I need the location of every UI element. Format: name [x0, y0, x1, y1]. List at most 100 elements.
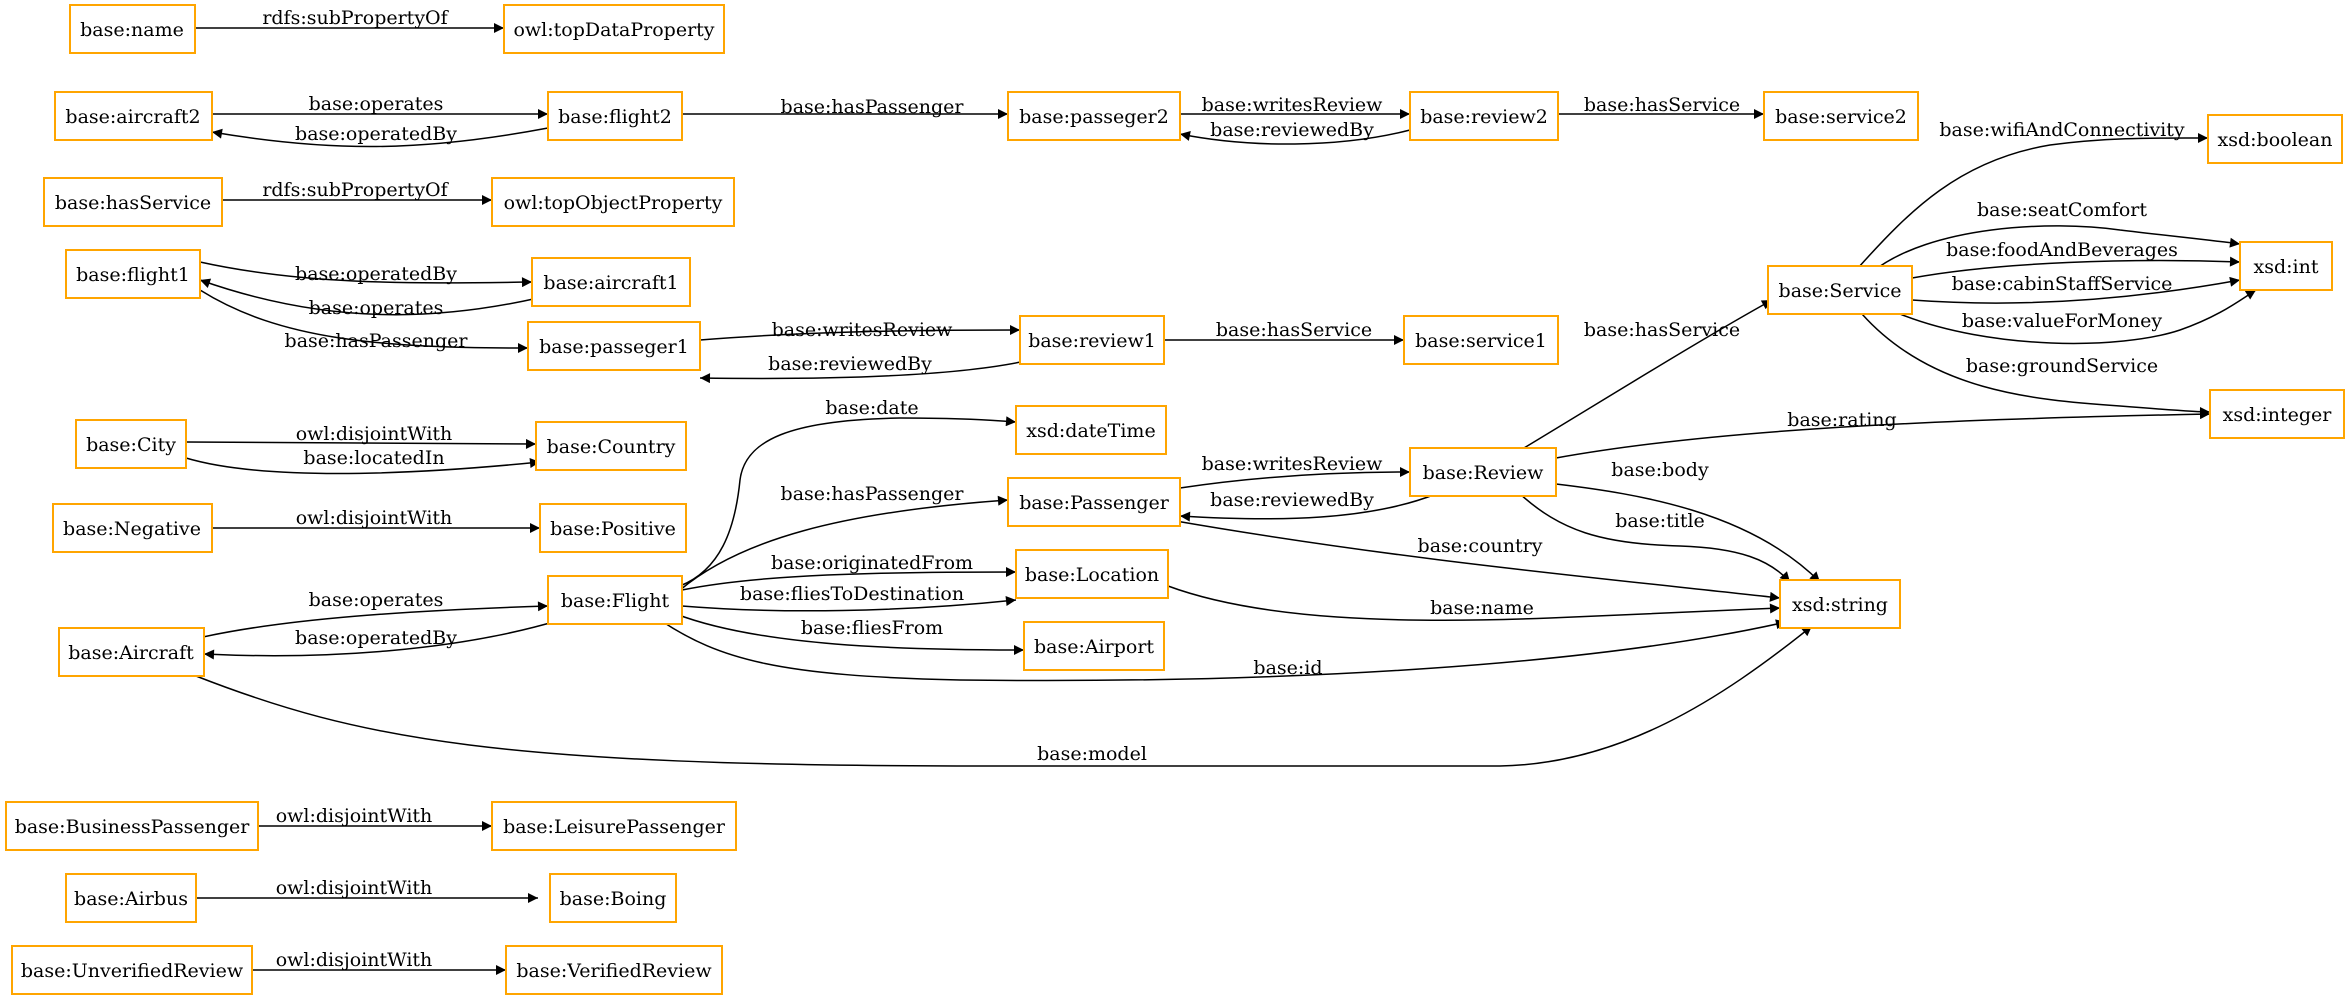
edge-flight-originatedfrom: base:originatedFrom [681, 552, 1017, 591]
node-label: owl:topDataProperty [513, 19, 714, 41]
edge-review-reviewedby: base:reviewedBy [1179, 489, 1437, 522]
node-xsd-datetime[interactable]: xsd:dateTime [1015, 405, 1167, 455]
node-base-flight2[interactable]: base:flight2 [547, 91, 683, 141]
node-base-name[interactable]: base:name [69, 4, 196, 54]
node-label: base:Positive [550, 518, 676, 540]
node-xsd-string[interactable]: xsd:string [1779, 579, 1901, 629]
node-label: base:Country [547, 436, 676, 458]
edge-label: rdfs:subPropertyOf [262, 7, 449, 29]
edge-label: base:fliesFrom [801, 617, 943, 639]
node-base-aircraft1[interactable]: base:aircraft1 [531, 257, 691, 307]
edge-label: base:hasPassenger [781, 96, 965, 118]
node-label: base:flight1 [76, 264, 190, 286]
edge-service-seatcomfort: base:seatComfort [1871, 199, 2241, 273]
node-base-review1[interactable]: base:review1 [1019, 315, 1165, 365]
edge-label: base:hasService [1584, 94, 1740, 116]
node-base-review2[interactable]: base:review2 [1409, 91, 1559, 141]
node-label: base:service2 [1775, 106, 1907, 128]
edge-label: base:cabinStaffService [1952, 273, 2173, 295]
edge-review2-hasservice: base:hasService [1558, 94, 1764, 119]
node-base-passenger[interactable]: base:Passenger [1007, 477, 1181, 527]
edge-flight2-haspassenger: base:hasPassenger [682, 96, 1008, 119]
edge-label: rdfs:subPropertyOf [262, 179, 449, 201]
node-base-passeger1[interactable]: base:passeger1 [527, 321, 701, 371]
node-xsd-boolean[interactable]: xsd:boolean [2207, 114, 2343, 164]
edge-label: base:hasService [1216, 319, 1372, 341]
node-base-aircraft[interactable]: base:Aircraft [58, 627, 205, 677]
edge-label: base:reviewedBy [1210, 489, 1374, 511]
node-base-positive[interactable]: base:Positive [539, 503, 687, 553]
edge-aircraft-operates: base:operates [189, 589, 549, 641]
node-base-service2[interactable]: base:service2 [1763, 91, 1919, 141]
edge-flight2-operatedby: base:operatedBy [211, 123, 549, 148]
edge-label: base:operates [309, 93, 444, 115]
edge-label: owl:disjointWith [276, 805, 433, 827]
node-label: base:VerifiedReview [516, 960, 712, 982]
edge-label: owl:disjointWith [276, 877, 433, 899]
node-base-aircraft2[interactable]: base:aircraft2 [54, 91, 213, 141]
node-base-leisurepassenger[interactable]: base:LeisurePassenger [491, 801, 737, 851]
edge-aircraft2-operates: base:operates [212, 93, 548, 119]
node-base-review[interactable]: base:Review [1409, 447, 1557, 497]
edge-flight-haspassenger: base:hasPassenger [679, 483, 1009, 591]
node-label: base:BusinessPassenger [15, 816, 251, 838]
edge-label: base:country [1418, 535, 1543, 557]
node-base-airport[interactable]: base:Airport [1023, 621, 1165, 671]
edge-label: base:writesReview [772, 319, 954, 341]
node-base-location[interactable]: base:Location [1015, 549, 1169, 599]
node-label: base:UnverifiedReview [21, 960, 244, 982]
node-base-passeger2[interactable]: base:passeger2 [1007, 91, 1181, 141]
node-label: base:Service [1779, 280, 1902, 302]
node-xsd-integer[interactable]: xsd:integer [2209, 389, 2345, 439]
node-owl-topobjectproperty[interactable]: owl:topObjectProperty [491, 177, 735, 227]
node-label: base:passeger1 [539, 336, 689, 358]
node-label: base:Flight [561, 590, 670, 612]
edge-label: base:model [1037, 743, 1147, 765]
node-owl-topdataproperty[interactable]: owl:topDataProperty [503, 4, 725, 54]
edge-negative-disjointwith: owl:disjointWith [212, 507, 540, 533]
edge-flight-fliesfrom: base:fliesFrom [675, 613, 1025, 655]
node-base-airbus[interactable]: base:Airbus [65, 873, 197, 923]
edge-label: base:locatedIn [303, 447, 444, 469]
edge-aircraft1-operates: base:operates [199, 278, 539, 319]
edge-review-body: base:body [1555, 459, 1821, 583]
node-base-country[interactable]: base:Country [535, 421, 687, 471]
edge-label: base:operatedBy [295, 263, 457, 285]
edge-flight-fliestodestination: base:fliesToDestination [681, 583, 1017, 612]
edge-passenger-writesreview: base:writesReview [1179, 453, 1411, 489]
edge-aircraft-model: base:model [195, 625, 1813, 767]
edge-review-rating: base:rating [1555, 409, 2211, 459]
edge-unverifiedreview-disjointwith: owl:disjointWith [252, 949, 506, 975]
node-base-hasservice[interactable]: base:hasService [43, 177, 223, 227]
node-base-flight1[interactable]: base:flight1 [65, 249, 201, 299]
node-xsd-int[interactable]: xsd:int [2239, 241, 2333, 291]
node-base-city[interactable]: base:City [75, 419, 187, 469]
edge-label: base:reviewedBy [1210, 119, 1374, 141]
node-base-verifiedreview[interactable]: base:VerifiedReview [505, 945, 723, 995]
node-base-boing[interactable]: base:Boing [549, 873, 677, 923]
node-label: xsd:int [2254, 256, 2319, 278]
edge-flight1-haspassenger: base:hasPassenger [199, 289, 529, 353]
edge-review1-reviewedby: base:reviewedBy [699, 353, 1031, 384]
node-base-service1[interactable]: base:service1 [1403, 315, 1559, 365]
edge-label: base:name [1430, 597, 1534, 619]
node-base-unverifiedreview[interactable]: base:UnverifiedReview [11, 945, 253, 995]
edge-city-locatedin: base:locatedIn [185, 447, 541, 475]
edge-label: base:groundService [1966, 355, 2158, 377]
node-base-flight[interactable]: base:Flight [547, 575, 683, 625]
node-base-service[interactable]: base:Service [1767, 265, 1913, 315]
edge-label: base:wifiAndConnectivity [1939, 119, 2185, 141]
node-base-negative[interactable]: base:Negative [52, 503, 213, 553]
edge-label: base:writesReview [1202, 453, 1384, 475]
node-label: base:LeisurePassenger [503, 816, 726, 838]
edge-label: base:reviewedBy [768, 353, 932, 375]
node-base-businesspassenger[interactable]: base:BusinessPassenger [5, 801, 259, 851]
edge-label: base:operates [309, 589, 444, 611]
edge-service-food: base:foodAndBeverages [1911, 239, 2241, 279]
node-label: base:hasService [55, 192, 211, 214]
node-label: base:Airport [1034, 636, 1154, 658]
node-label: xsd:integer [2223, 404, 2333, 426]
edge-name-subpropertyof: rdfs:subPropertyOf [195, 7, 504, 33]
node-label: base:Boing [560, 888, 667, 910]
